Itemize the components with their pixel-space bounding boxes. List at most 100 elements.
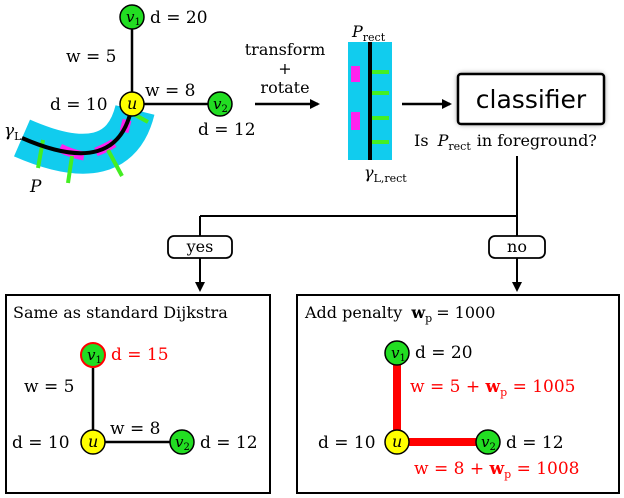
transform-step: transform + rotate xyxy=(245,40,326,109)
svg-text:γL: γL xyxy=(4,121,22,143)
svg-text:Prect: Prect xyxy=(351,22,386,44)
right-title-pre: Add penalty xyxy=(304,303,402,322)
no-badge xyxy=(488,235,546,259)
top-graph: v1 u v2 d = 20 w = 5 w = 8 d = 10 d = 12… xyxy=(4,4,256,197)
edge-weight-v2: w = 8 xyxy=(110,419,160,439)
node-v1-sub: 1 xyxy=(95,355,101,366)
node-v1-label: v xyxy=(391,344,400,362)
left-panel-frame xyxy=(5,294,271,494)
rect-patch: Prect γL,rect xyxy=(348,22,407,185)
svg-text:v1: v1 xyxy=(391,344,406,364)
gamma-l-line xyxy=(21,105,134,156)
svg-text:v1: v1 xyxy=(87,346,102,366)
node-v1-label: v xyxy=(87,346,96,364)
svg-text:Add penalty wp= 1000: Add penalty wp = 1000 xyxy=(304,303,495,325)
node-u-label: u xyxy=(127,94,137,113)
penalty-v1-a: w = 5 + xyxy=(410,377,485,397)
svg-text:v2: v2 xyxy=(213,95,228,115)
v1-distance: d = 20 xyxy=(150,8,208,28)
node-v1-sub: 1 xyxy=(134,17,140,28)
penalty-v1-c: = 1005 xyxy=(507,377,575,397)
node-v2 xyxy=(169,429,195,455)
right-title-sub: p xyxy=(425,312,432,325)
path-label: P xyxy=(29,177,42,197)
svg-text:v2: v2 xyxy=(175,433,190,453)
node-v1 xyxy=(80,342,106,368)
node-v2-sub: 2 xyxy=(221,104,227,115)
node-v2 xyxy=(475,429,501,455)
u-distance: d = 10 xyxy=(50,95,108,115)
v2-distance: d = 12 xyxy=(200,433,258,453)
yes-label: yes xyxy=(186,237,214,256)
p-rect-label: P xyxy=(351,22,363,41)
rotate-label: rotate xyxy=(260,78,309,97)
v1-distance: d = 20 xyxy=(415,343,473,363)
gamma-l-label: γ xyxy=(4,121,15,141)
right-title-w: w xyxy=(410,303,426,322)
p-rect-sub: rect xyxy=(363,31,386,44)
svg-text:w = 8 + wp = 1008: w = 8 + wp = 1008 xyxy=(414,459,580,481)
svg-text:γL,rect: γL,rect xyxy=(364,163,407,185)
node-v2-sub: 2 xyxy=(489,442,495,453)
classifier-frame xyxy=(456,72,606,126)
penalty-v2-sub: p xyxy=(504,468,511,481)
yes-badge xyxy=(167,235,233,259)
node-u xyxy=(80,429,106,455)
plus-label: + xyxy=(278,59,291,78)
v1-distance: d = 15 xyxy=(111,345,169,365)
classifier-box: classifier xyxy=(456,72,606,126)
green-tick xyxy=(66,155,74,184)
u-distance: d = 10 xyxy=(12,433,70,453)
edge-weight-v1: w = 5 xyxy=(66,47,116,67)
node-u-label: u xyxy=(392,432,402,451)
node-u xyxy=(384,429,410,455)
node-v2 xyxy=(207,91,233,117)
left-panel-title: Same as standard Dijkstra xyxy=(13,303,228,322)
branch-connectors: yes no xyxy=(167,156,546,292)
transform-label: transform xyxy=(245,40,326,59)
magenta-patch xyxy=(351,66,360,82)
question-post: in foreground? xyxy=(477,131,597,150)
gamma-l-rect-sub: L,rect xyxy=(374,172,408,185)
penalty-v1-sub: p xyxy=(500,386,507,399)
left-panel: Same as standard Dijkstra v1 u v2 d = 15… xyxy=(5,294,271,494)
node-v1 xyxy=(119,4,145,30)
node-v2-label: v xyxy=(481,433,490,451)
node-v2-label: v xyxy=(175,433,184,451)
question-pre: Is xyxy=(414,131,429,150)
right-panel: Add penalty wp= 1000 v1 u v2 d = 20 w = … xyxy=(296,294,620,494)
penalty-v2-c: = 1008 xyxy=(511,459,579,479)
magenta-patch xyxy=(351,112,360,130)
node-v1 xyxy=(384,340,410,366)
green-tick xyxy=(106,149,124,177)
svg-text:v1: v1 xyxy=(126,8,141,28)
node-v1-sub: 1 xyxy=(399,353,405,364)
v2-distance: d = 12 xyxy=(198,120,256,140)
u-distance: d = 10 xyxy=(318,433,376,453)
edge-weight-v1: w = 5 xyxy=(24,377,74,397)
right-title-val: = 1000 xyxy=(436,303,495,322)
no-label: no xyxy=(507,237,527,256)
node-u-label: u xyxy=(88,432,98,451)
gamma-l-sub: L xyxy=(14,130,22,143)
penalty-v1-w: w xyxy=(484,377,500,397)
svg-text:v2: v2 xyxy=(481,433,496,453)
node-v1-label: v xyxy=(126,8,135,26)
classifier-label: classifier xyxy=(476,85,587,114)
node-v2-label: v xyxy=(213,95,222,113)
penalty-v2-w: w xyxy=(488,459,504,479)
v2-distance: d = 12 xyxy=(506,433,564,453)
path-band xyxy=(13,104,155,174)
node-u xyxy=(119,91,145,117)
right-panel-frame xyxy=(296,294,620,494)
question-var: P xyxy=(437,131,449,150)
svg-text:w = 5 + wp = 1005: w = 5 + wp = 1005 xyxy=(410,377,576,399)
penalty-v2-a: w = 8 + xyxy=(414,459,489,479)
question-sub: rect xyxy=(448,140,471,153)
node-v2-sub: 2 xyxy=(183,442,189,453)
gamma-l-rect-label: γ xyxy=(364,163,374,182)
edge-weight-v2: w = 8 xyxy=(145,81,195,101)
